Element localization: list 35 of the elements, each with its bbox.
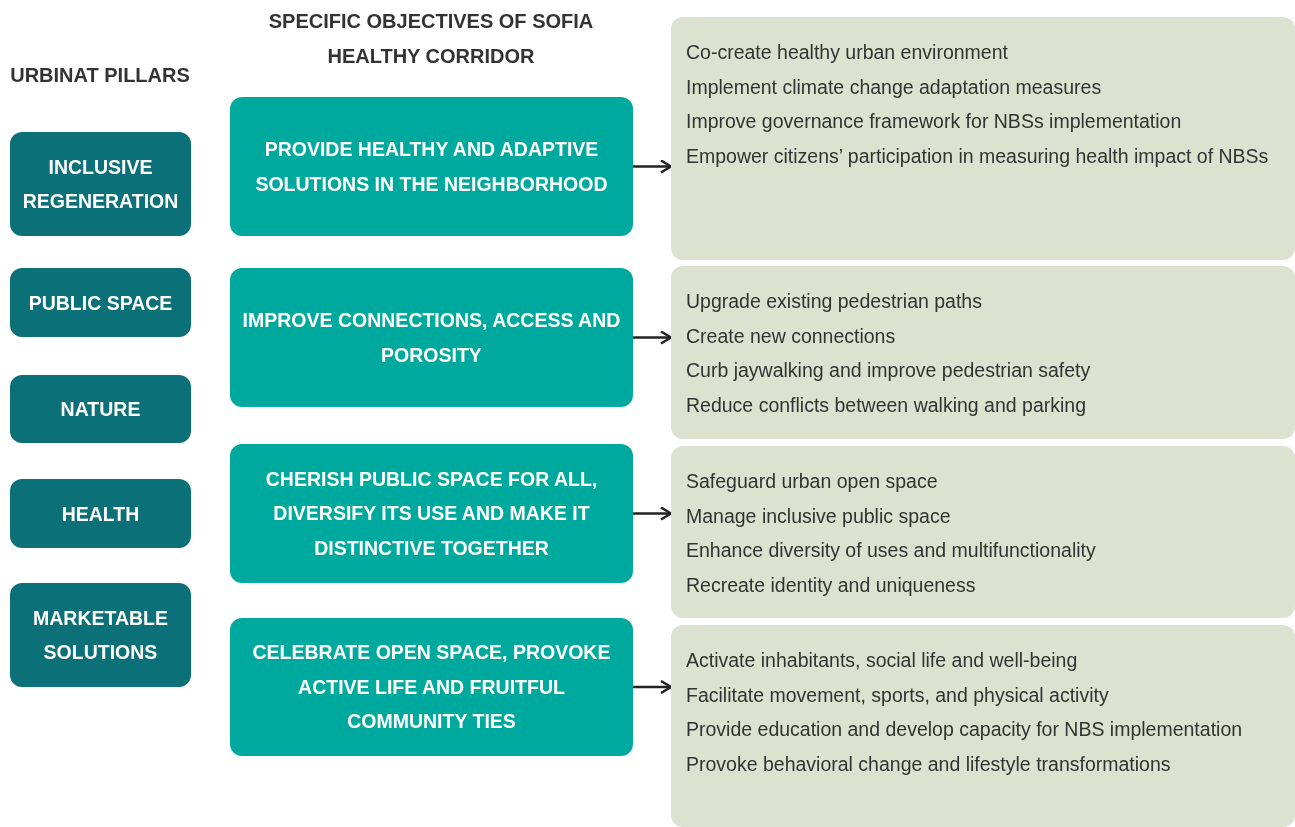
objective-list-panel (671, 625, 1295, 827)
list-item: Reduce conflicts between walking and parking (686, 392, 1087, 418)
objective-box: CHERISH PUBLIC SPACE FOR ALL, DIVERSIFY ITS USE AND MAKE IT DISTINCTIVE TOGETHER (230, 444, 633, 583)
list-item: Co-create healthy urban environment (686, 40, 1009, 65)
pillar-box: PUBLIC SPACE (10, 268, 191, 337)
pillar-box: INCLUSIVE REGENERATION (10, 132, 191, 236)
arrow (633, 679, 673, 695)
list-item: Provide education and develop capacity for NBS implementation (686, 717, 1244, 742)
objective-list-panel (671, 266, 1295, 439)
objective-list-panel (671, 17, 1295, 260)
list-item: Safeguard urban open space (686, 469, 939, 494)
pillar-box: MARKETABLE SOLUTIONS (10, 583, 191, 687)
list-item: Create new connections (686, 323, 897, 349)
arrow (633, 159, 673, 174)
list-item: Manage inclusive public space (686, 503, 952, 529)
objective-box: IMPROVE CONNECTIONS, ACCESS AND POROSITY (230, 268, 633, 407)
objective-box: PROVIDE HEALTHY AND ADAPTIVE SOLUTIONS IN THE NEIGHBORHOOD (230, 97, 633, 236)
pillar-box: NATURE (10, 375, 191, 443)
arrow (633, 330, 673, 345)
list-item: Curb jaywalking and improve pedestrian safety (686, 358, 1092, 383)
column-heading: URBINAT PILLARS (9, 62, 191, 88)
list-item: Implement climate change adaptation measures (686, 74, 1103, 100)
column-heading: SPECIFIC OBJECTIVES OF SOFIA HEALTHY CORRIDOR (267, 9, 595, 69)
list-item: Provoke behavioral change and lifestyle transformations (686, 751, 1172, 777)
list-item: Activate inhabitants, social life and well-being (686, 648, 1079, 673)
list-item: Improve governance framework for NBSs implementation (686, 109, 1183, 134)
list-item: Recreate identity and uniqueness (686, 572, 977, 598)
objective-list-panel (671, 446, 1295, 618)
arrow (633, 506, 673, 521)
list-item: Facilitate movement, sports, and physical activity (686, 682, 1110, 708)
list-item: Empower citizens’ participation in measuring health impact of NBSs (686, 143, 1270, 169)
list-item: Upgrade existing pedestrian paths (686, 289, 983, 314)
pillar-box: HEALTH (10, 479, 191, 548)
list-item: Enhance diversity of uses and multifunctionality (686, 538, 1097, 563)
objective-box: CELEBRATE OPEN SPACE, PROVOKE ACTIVE LIFE AND FRUITFUL COMMUNITY TIES (230, 618, 633, 756)
